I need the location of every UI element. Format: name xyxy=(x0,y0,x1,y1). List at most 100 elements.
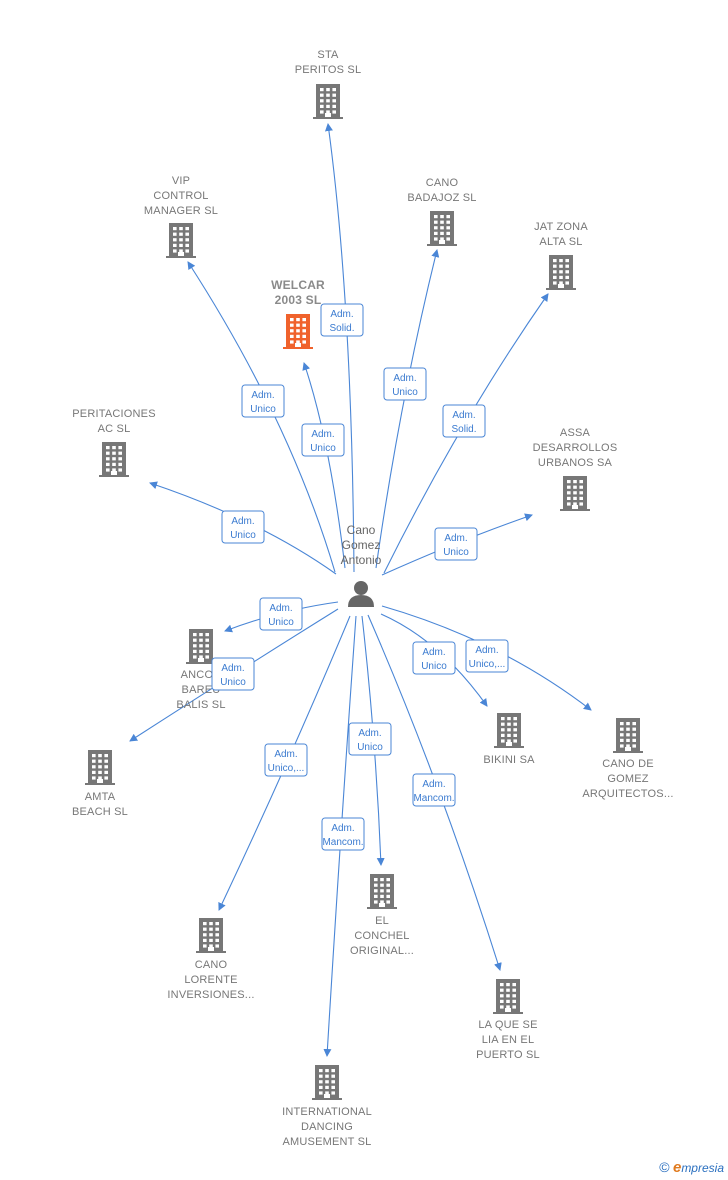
edge-label-box xyxy=(259,597,303,631)
edge-label-text: Adm. xyxy=(221,663,244,674)
edge-label-welcar[interactable]: Adm.Unico xyxy=(301,423,345,457)
edge-line-cano-badajoz xyxy=(375,249,440,569)
company-name-line: LA QUE SE xyxy=(478,1019,537,1031)
company-name-line: CANO DE xyxy=(602,758,654,770)
person-icon xyxy=(348,581,374,607)
edge-label-text: Adm. xyxy=(422,779,445,790)
company-name-line: GOMEZ xyxy=(607,773,648,785)
edge-label-el-conchel[interactable]: Adm.Unico xyxy=(348,722,392,756)
company-node-amta[interactable]: AMTA BEACH SL xyxy=(72,750,128,818)
edge-label-ancor[interactable]: Adm. Unico xyxy=(259,597,303,631)
edge-label-text: Unico xyxy=(268,617,294,628)
edge-label-jat-zona[interactable]: Adm. Solid. xyxy=(442,404,486,438)
edge-label-text: Adm. xyxy=(422,647,445,658)
person-name-line: Gomez xyxy=(342,538,381,552)
company-name-line: BAREU xyxy=(182,684,221,696)
edge-label-box xyxy=(264,743,308,777)
edge-label-text: Adm. xyxy=(393,373,416,384)
edge-label-amta[interactable]: Adm. Unico xyxy=(211,657,255,691)
brand-logo-text: mpresia xyxy=(681,1161,724,1175)
building-icon xyxy=(99,442,129,477)
edge-label-text: Adm. xyxy=(331,823,354,834)
edge-line-vip-control xyxy=(187,261,336,573)
company-name-line: DESARROLLOS xyxy=(533,442,618,454)
edge-label-cano-lorente[interactable]: Adm.Unico,... xyxy=(264,743,308,777)
building-icon xyxy=(313,84,343,119)
company-node-sta-peritos[interactable]: STA PERITOS SL xyxy=(295,49,362,119)
company-name-line: PUERTO SL xyxy=(476,1049,540,1061)
edge-label-box xyxy=(412,773,456,807)
edge-label-box xyxy=(320,303,364,337)
edge-label-text: Adm. xyxy=(475,645,498,656)
person-name-line: Antonio xyxy=(341,553,382,567)
company-node-cano-lorente[interactable]: CANOLORENTEINVERSIONES... xyxy=(167,918,254,1001)
edge-label-text: Unico xyxy=(310,443,336,454)
edge-label-box xyxy=(321,817,365,851)
company-name-line: ARQUITECTOS... xyxy=(582,788,673,800)
edge-label-box xyxy=(221,510,265,544)
company-name-line: LIA EN EL xyxy=(482,1034,535,1046)
company-name-line: DANCING xyxy=(301,1121,353,1133)
company-name-line: STA xyxy=(317,49,339,61)
person-name-line: Cano xyxy=(347,523,376,537)
building-icon xyxy=(85,750,115,785)
edge-label-text: Unico,... xyxy=(469,659,506,670)
edge-label-la-que-se-lia[interactable]: Adm.Mancom. xyxy=(412,773,456,807)
building-icon xyxy=(367,874,397,909)
building-icon xyxy=(613,718,643,753)
building-icon xyxy=(186,629,216,664)
edge-label-text: Adm. xyxy=(269,603,292,614)
edge-label-box xyxy=(465,639,509,673)
edge-label-text: Unico xyxy=(220,677,246,688)
company-name-line: ORIGINAL... xyxy=(350,945,414,957)
building-icon xyxy=(166,223,196,258)
company-name-line: BEACH SL xyxy=(72,806,128,818)
company-name-line: PERITOS SL xyxy=(295,64,362,76)
company-name-line: AMTA xyxy=(85,791,116,803)
company-node-vip-control[interactable]: VIP CONTROL MANAGER SL xyxy=(144,175,218,258)
company-name-line: CONTROL xyxy=(153,190,208,202)
edge-label-text: Solid. xyxy=(329,323,354,334)
edge-label-text: Adm. xyxy=(452,410,475,421)
edge-label-vip-control[interactable]: Adm.Unico xyxy=(241,384,285,418)
edge-label-box xyxy=(348,722,392,756)
edge-label-text: Unico,... xyxy=(268,763,305,774)
edge-label-cano-gomez-arq[interactable]: Adm. Unico,... xyxy=(465,639,509,673)
edge-label-peritaciones[interactable]: Adm.Unico xyxy=(221,510,265,544)
edge-label-sta-peritos[interactable]: Adm.Solid. xyxy=(320,303,364,337)
building-icon xyxy=(560,476,590,511)
edge-label-text: Unico xyxy=(421,661,447,672)
edge-label-box xyxy=(383,367,427,401)
company-node-la-que-se-lia[interactable]: LA QUE SE LIA EN EL PUERTO SL xyxy=(476,979,540,1061)
company-name-line: MANAGER SL xyxy=(144,205,218,217)
company-name-line: AMUSEMENT SL xyxy=(283,1136,372,1148)
company-name-line: CANO xyxy=(195,959,228,971)
edge-label-text: Unico xyxy=(392,387,418,398)
company-node-ancor[interactable]: ANCOR BAREU BALIS SL xyxy=(176,629,225,711)
company-node-cano-gomez-arq[interactable]: CANO DE GOMEZ ARQUITECTOS... xyxy=(582,718,673,800)
edge-label-box xyxy=(211,657,255,691)
building-icon xyxy=(546,255,576,290)
company-name-line: BALIS SL xyxy=(176,699,225,711)
company-name-line: ANCOR xyxy=(181,669,222,681)
edge-label-text: Unico xyxy=(443,547,469,558)
edge-label-bikini[interactable]: Adm. Unico xyxy=(412,641,456,675)
edge-label-text: Solid. xyxy=(451,424,476,435)
edge-label-assa[interactable]: Adm.Unico xyxy=(434,527,478,561)
footer-brand[interactable]: © empresia xyxy=(659,1159,724,1176)
company-name-line: EL xyxy=(375,915,389,927)
edge-line-sta-peritos xyxy=(324,123,355,573)
company-node-bikini[interactable]: BIKINI SA xyxy=(483,713,535,766)
company-node-el-conchel[interactable]: ELCONCHELORIGINAL... xyxy=(350,874,414,957)
nodes-layer: STA PERITOS SL VIP CONTROL MANAGER SL CANOBAD… xyxy=(72,49,673,1148)
company-name-line: VIP xyxy=(172,175,190,187)
edge-label-cano-badajoz[interactable]: Adm. Unico xyxy=(383,367,427,401)
edge-label-international[interactable]: Adm.Mancom. xyxy=(321,817,365,851)
